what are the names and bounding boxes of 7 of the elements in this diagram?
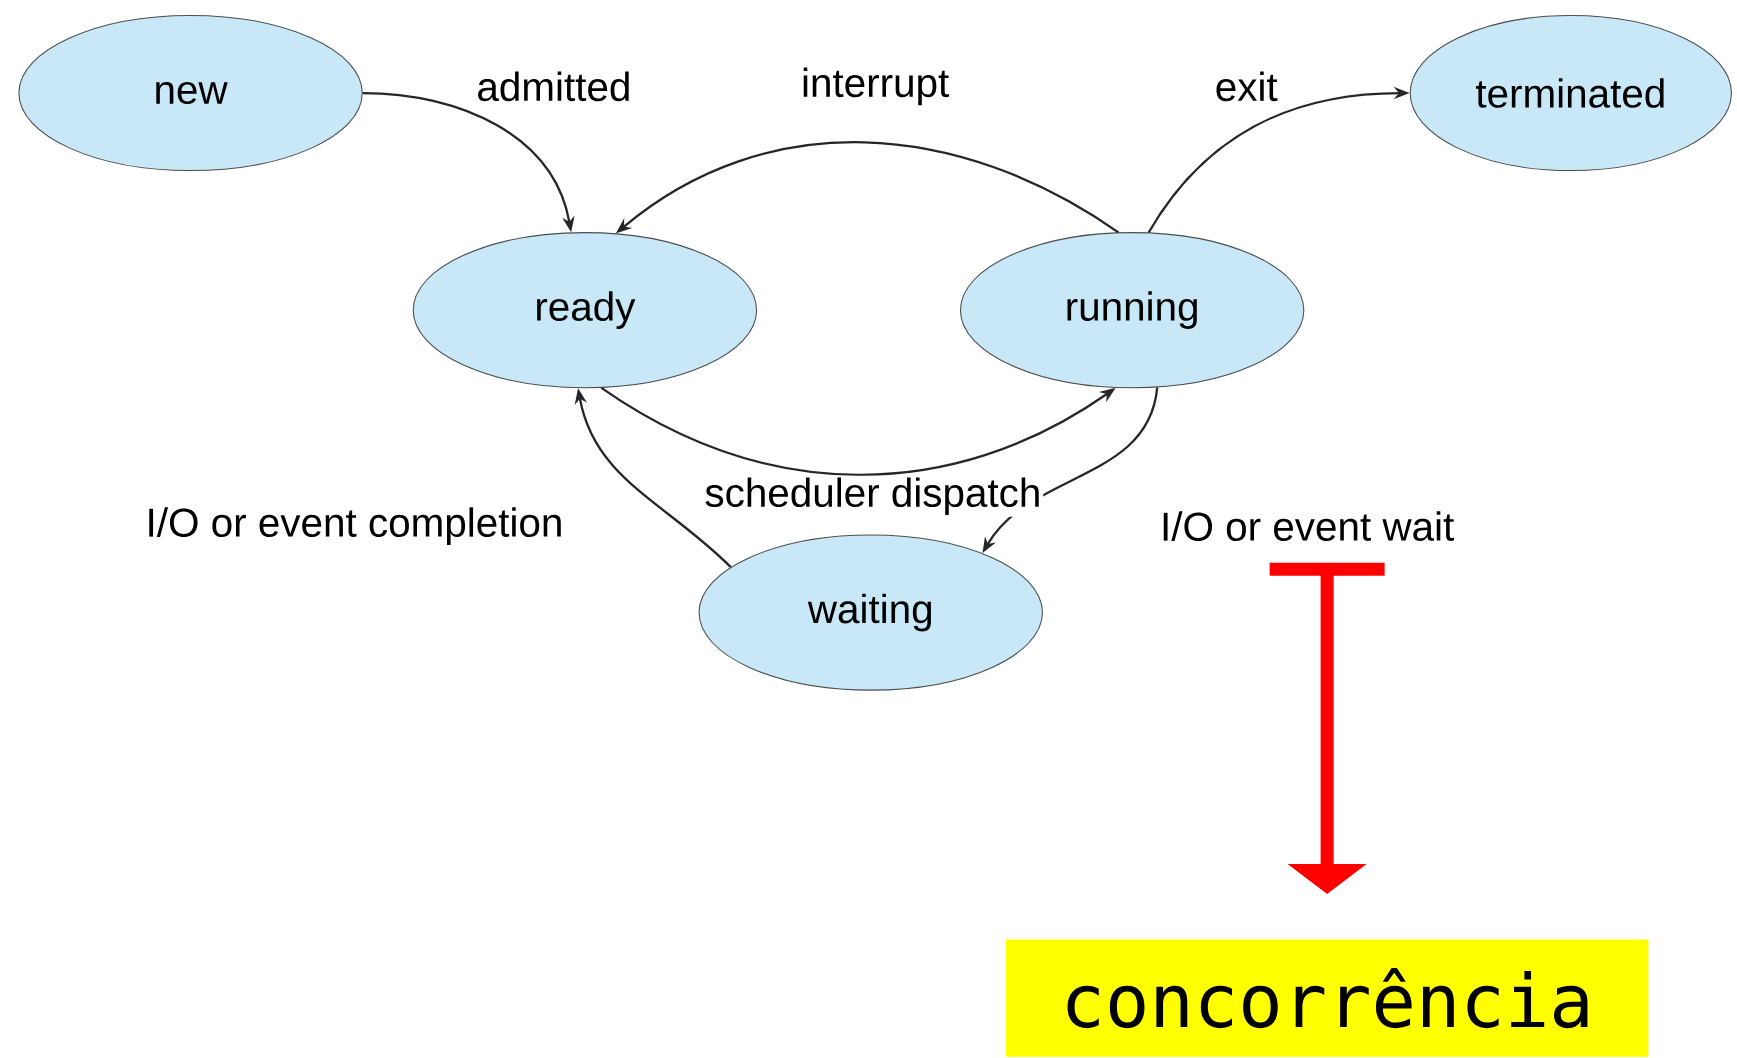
edge-label: interrupt	[799, 65, 952, 107]
edge-label: admitted	[474, 69, 634, 103]
edge-label: I/O or event wait	[1158, 509, 1457, 543]
edge-label: scheduler dispatch	[702, 475, 1044, 517]
highlight-box: concorrência	[1005, 939, 1649, 1057]
edge-label: I/O or event completion	[143, 505, 566, 547]
edge-label: exit	[1213, 69, 1280, 103]
